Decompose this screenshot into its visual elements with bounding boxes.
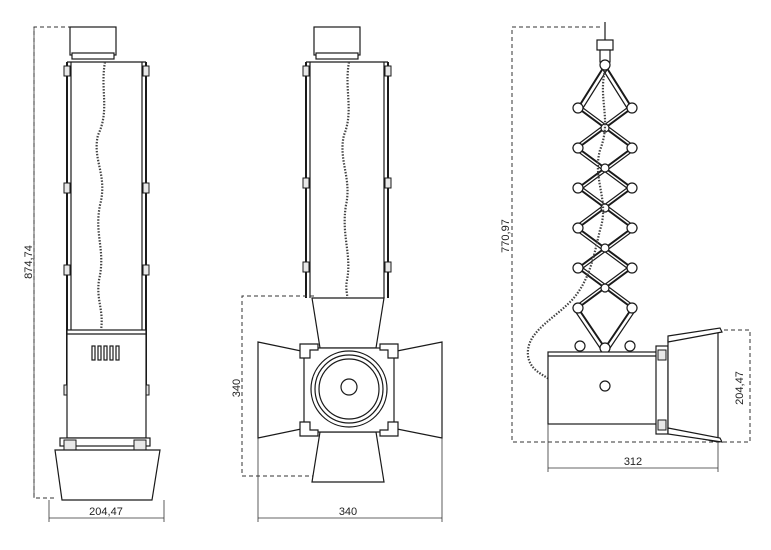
barndoor-corner-brackets [299,343,399,437]
pantograph-extent [511,26,751,443]
barndoor-view: 340 340 [231,26,443,522]
pantograph-pivots [572,59,638,354]
front-track-adapter [69,26,117,56]
front-height-label: 874,74 [23,245,35,279]
barndoor-power-cord [341,61,351,299]
pantograph-height-label: 770,97 [500,219,512,253]
barndoor-track-adapter [313,26,361,56]
barndoor-lens-center [340,378,358,396]
pantograph-view: 770,97 [500,22,751,472]
pantograph-power-cord [526,69,607,381]
barndoor-width-label: 340 [339,506,357,518]
barndoor-bottom-flap [311,431,385,483]
front-power-cord [95,61,107,331]
pantograph-width-label: 312 [624,456,642,468]
front-adapter-base [71,52,115,60]
barndoor-right-flap [391,341,443,439]
barndoor-height-extent [241,295,314,477]
barndoor-top-flap [311,297,385,349]
pantograph-lamp-head [667,329,719,443]
front-width-label: 204,47 [89,506,123,518]
pantograph-connector [596,39,614,51]
front-lamp-head [54,449,161,501]
front-yoke [59,437,151,447]
pantograph-head-label: 204,47 [734,371,746,405]
front-vent-slots [91,345,120,361]
front-view: 874,74 [23,26,165,522]
barndoor-left-flap [257,341,307,439]
barndoor-height-label: 340 [231,379,243,397]
